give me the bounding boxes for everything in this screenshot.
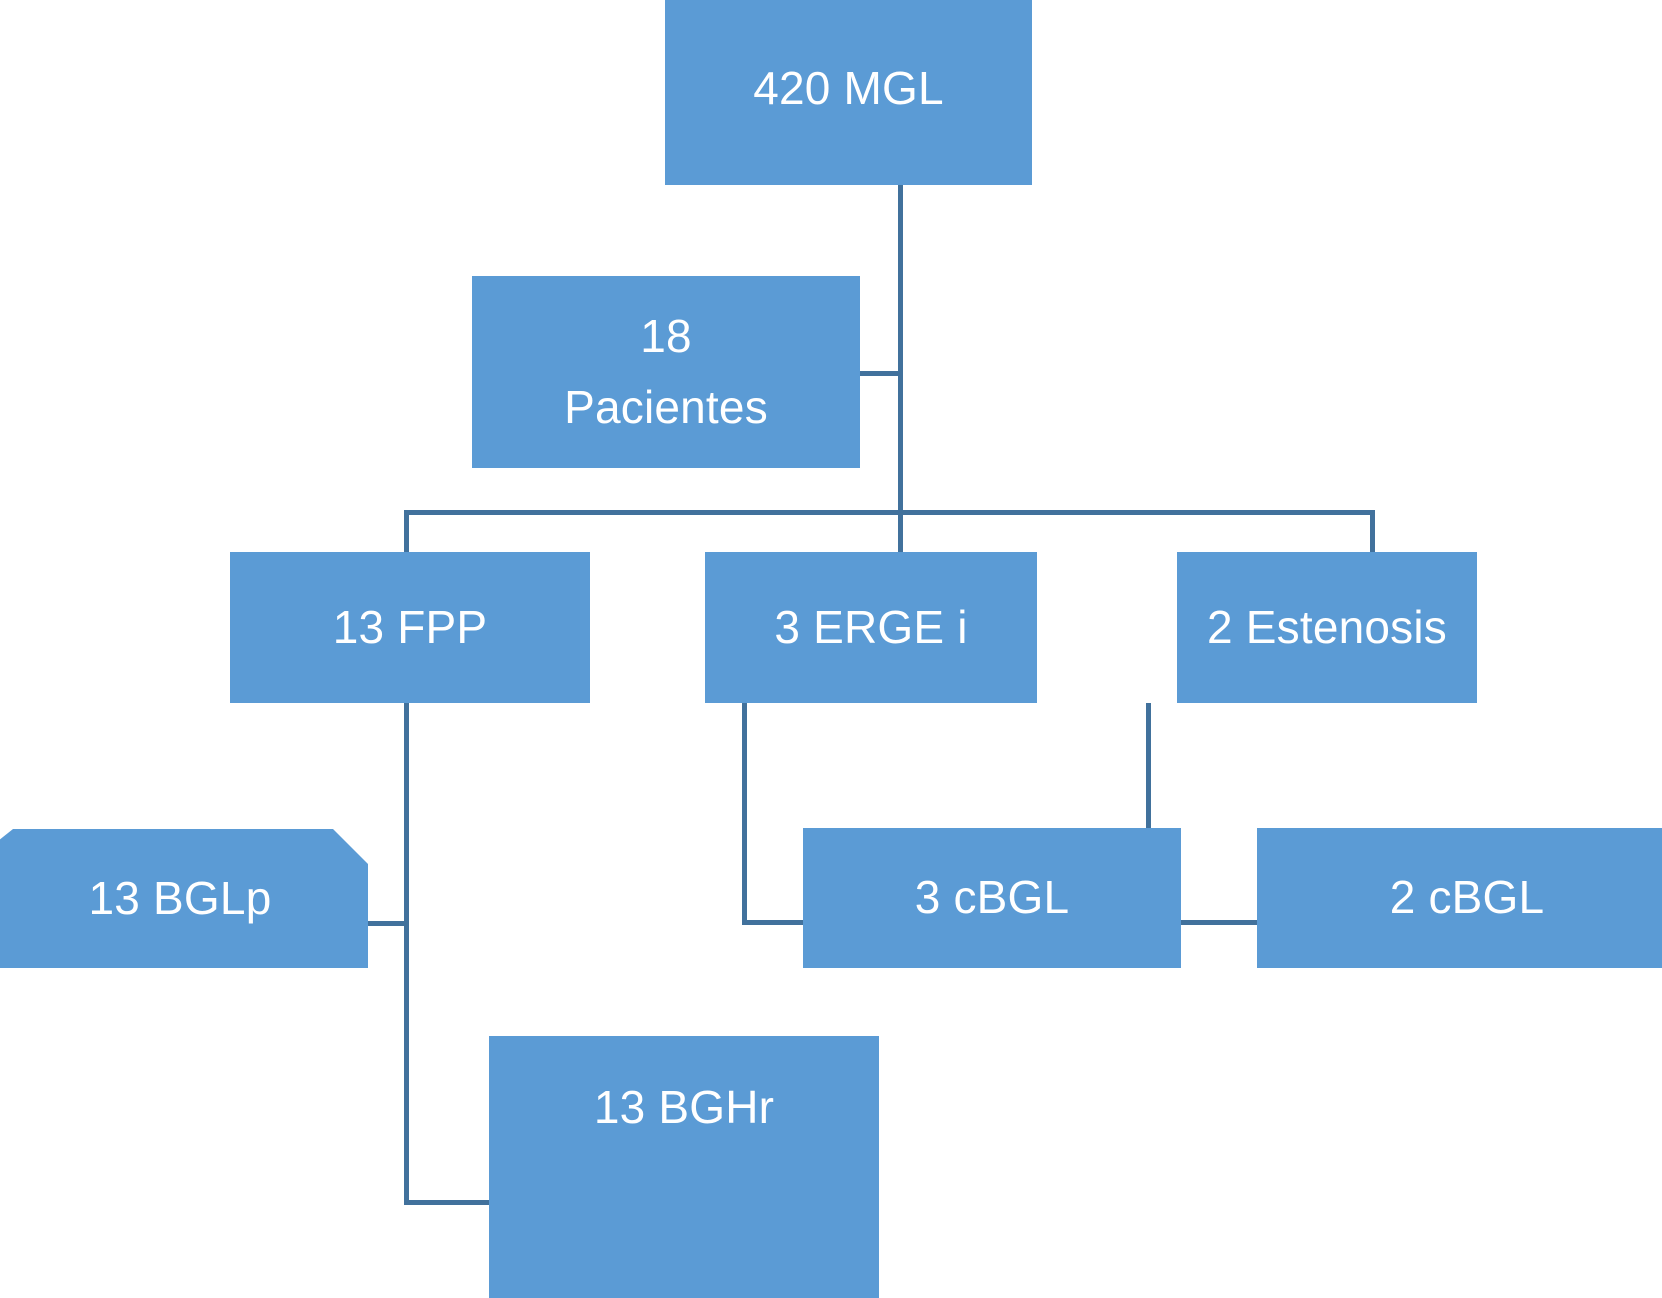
node-3-erge-i-label: 3 ERGE i bbox=[774, 600, 968, 653]
node-2-estenosis[interactable]: 2 Estenosis bbox=[1177, 552, 1477, 703]
node-13-bghr-label: 13 BGHr bbox=[593, 1081, 775, 1134]
node-3-cbgl[interactable]: 3 cBGL bbox=[803, 828, 1181, 968]
connector-mgl-trunk bbox=[898, 185, 903, 515]
connector-fpp-to-bglp bbox=[368, 921, 408, 926]
connector-fpp-to-bghr bbox=[404, 1200, 494, 1205]
connector-drop-estenosis bbox=[1370, 510, 1375, 555]
connector-drop-fpp bbox=[404, 510, 409, 554]
node-2-cbgl-label: 2 cBGL bbox=[1389, 871, 1545, 924]
node-3-erge-i[interactable]: 3 ERGE i bbox=[705, 552, 1037, 703]
connector-erge-down bbox=[742, 703, 747, 925]
node-18-pacientes-label: 18 bbox=[640, 309, 692, 362]
connector-distribution-bar bbox=[404, 510, 1375, 515]
node-2-estenosis-label: 2 Estenosis bbox=[1207, 600, 1447, 653]
connector-estenosis-down bbox=[1146, 703, 1151, 925]
connector-drop-erge bbox=[898, 510, 903, 554]
node-13-fpp[interactable]: 13 FPP bbox=[230, 552, 590, 703]
connector-fpp-down bbox=[404, 703, 409, 1205]
node-420-mgl[interactable]: 420 MGL bbox=[665, 0, 1032, 185]
connector-erge-to-cbgl3 bbox=[742, 920, 810, 925]
node-18-pacientes[interactable]: 18 Pacientes bbox=[472, 276, 860, 468]
connector-pacientes-to-trunk bbox=[858, 371, 903, 376]
node-420-mgl-label: 420 MGL bbox=[753, 61, 944, 114]
node-3-cbgl-label: 3 cBGL bbox=[914, 871, 1070, 924]
node-13-bglp[interactable]: 13 BGLp bbox=[0, 829, 368, 968]
node-13-bghr[interactable]: 13 BGHr bbox=[489, 1036, 879, 1298]
node-13-bglp-label: 13 BGLp bbox=[88, 871, 272, 924]
node-13-bglp-shape bbox=[0, 829, 368, 968]
node-18-pacientes-label-2: Pacientes bbox=[564, 381, 768, 433]
node-13-fpp-label: 13 FPP bbox=[332, 600, 488, 653]
connector-estenosis-to-cbgl2 bbox=[1146, 920, 1266, 925]
node-2-cbgl[interactable]: 2 cBGL bbox=[1257, 828, 1662, 968]
